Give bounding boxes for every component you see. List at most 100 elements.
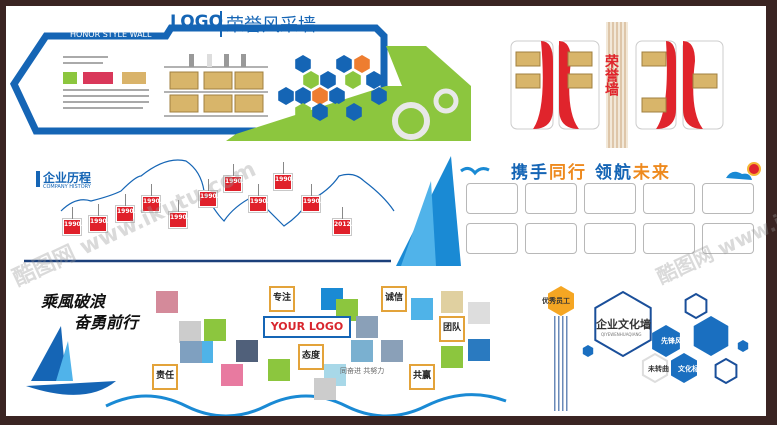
marker-stem [208, 179, 209, 191]
photo-tile [204, 319, 226, 341]
photo-frame [525, 183, 577, 214]
history-year-marker: 1990. [89, 216, 109, 232]
honor-hexagon [329, 103, 345, 121]
photo-frame [643, 223, 695, 254]
boat-sail [31, 326, 66, 381]
history-year-marker: 2012. [333, 219, 353, 235]
photo-tile-mosaic [156, 288, 490, 400]
culture-hexagon [671, 353, 697, 383]
honor-wall-logo: LOGO [170, 12, 224, 32]
culture-wall-pinyin: QIYEWENHUAQIANG [601, 332, 642, 337]
calligraphy-line2: 奋勇前行 [74, 313, 139, 332]
photo-tile [441, 291, 463, 313]
photo-frame [584, 223, 636, 254]
calligraphy-line1: 乘風破浪 [41, 292, 106, 311]
culture-hexagon [582, 345, 594, 357]
honor-wall-frame [9, 24, 388, 135]
sail-shape [401, 181, 436, 266]
culture-hexagon [652, 325, 680, 357]
honor-hexagon [303, 71, 319, 89]
slogan-part: 同行 [549, 163, 587, 183]
value-tile: 诚信 [381, 286, 407, 312]
culture-hexagon [641, 352, 669, 384]
honor-hexagon [295, 103, 311, 121]
honor-hexagon [278, 87, 294, 105]
certificate-frames [169, 71, 264, 113]
history-river-line [60, 159, 395, 227]
culture-hexagon [693, 316, 729, 356]
honor-hexagon [320, 71, 336, 89]
photo-tile [221, 364, 243, 386]
culture-hexagon [548, 286, 574, 316]
trophy-icons [189, 54, 246, 67]
photo-tile [468, 302, 490, 324]
motto-text: 同奋进 共努力 [340, 367, 385, 375]
seagull-icon [460, 166, 490, 176]
photo-tile [336, 299, 358, 321]
photo-tile [441, 346, 463, 368]
wave-line [105, 393, 507, 416]
pillar-line [554, 316, 556, 411]
history-year-marker: 1990. [249, 196, 269, 212]
honor-hexagon [295, 55, 311, 73]
cloud-icon [726, 171, 752, 180]
honor-hexagon [354, 55, 370, 73]
marker-stem [72, 207, 73, 219]
culture-hexagon [714, 357, 738, 385]
green-hex-panel [386, 46, 471, 141]
photo-tile [351, 340, 373, 362]
history-year-marker: 1990. [199, 191, 219, 207]
photo-tile [236, 340, 258, 362]
history-year-marker: 1990. [169, 212, 189, 228]
hex-label: 未转曲 [648, 365, 669, 373]
culture-wall-title: 企业文化墙 [596, 318, 651, 331]
marker-stem [283, 162, 284, 174]
history-year-marker: 1990. [302, 196, 322, 212]
green-icon-box [63, 72, 77, 84]
gear-icon [433, 88, 459, 114]
history-year-marker: 1990. [116, 206, 136, 222]
your-logo-tile: YOUR LOGO [263, 316, 351, 338]
photo-frame [702, 223, 754, 254]
culture-wall-design-sheet: LOGO 荣誉风采墙 HONOR STYLE WALL 荣誉墙 企业历程 COM… [6, 6, 777, 416]
photo-frame [466, 183, 518, 214]
history-accent-bar [36, 171, 40, 187]
photo-tile [314, 378, 336, 400]
value-tile: 团队 [439, 316, 465, 342]
slogan-part: 领航 [594, 163, 633, 183]
artwork-shapes [9, 22, 761, 416]
value-tile: 共赢 [409, 364, 435, 390]
honor-cabinet [510, 22, 724, 148]
pillar-line [562, 316, 564, 411]
hex-label: 文化标语 [678, 365, 706, 373]
sun-icon [747, 162, 761, 176]
marker-stem [125, 194, 126, 206]
honor-hexagon [345, 71, 361, 89]
honor-cabinet-title: 荣誉墙 [603, 54, 619, 96]
boat-hull [26, 381, 116, 395]
honor-hexagon [346, 103, 362, 121]
honor-hexagon [366, 71, 382, 89]
gear-icon-box [122, 72, 146, 84]
value-tile: 专注 [269, 286, 295, 312]
culture-wall-hexagons [548, 286, 749, 411]
photo-frame [466, 223, 518, 254]
photo-tile [239, 291, 261, 313]
honor-wall-subtitle: HONOR STYLE WALL [70, 30, 152, 39]
honor-hexagon [295, 87, 311, 105]
photo-frame [525, 223, 577, 254]
photo-tile [468, 339, 490, 361]
honor-hexagon-cluster [278, 55, 387, 121]
photo-frame [702, 183, 754, 214]
photo-tile [356, 316, 378, 338]
gear-icon [392, 102, 430, 140]
photo-tile [180, 341, 202, 363]
slogan-part: 携手 [511, 163, 549, 183]
pillar-line [558, 316, 560, 411]
value-tile: 态度 [298, 344, 324, 370]
pillar-line [566, 316, 568, 411]
photo-tile [156, 291, 178, 313]
photo-frame [584, 183, 636, 214]
slogan-part: 未来 [632, 163, 671, 183]
history-year-marker: 1990. [224, 176, 244, 192]
